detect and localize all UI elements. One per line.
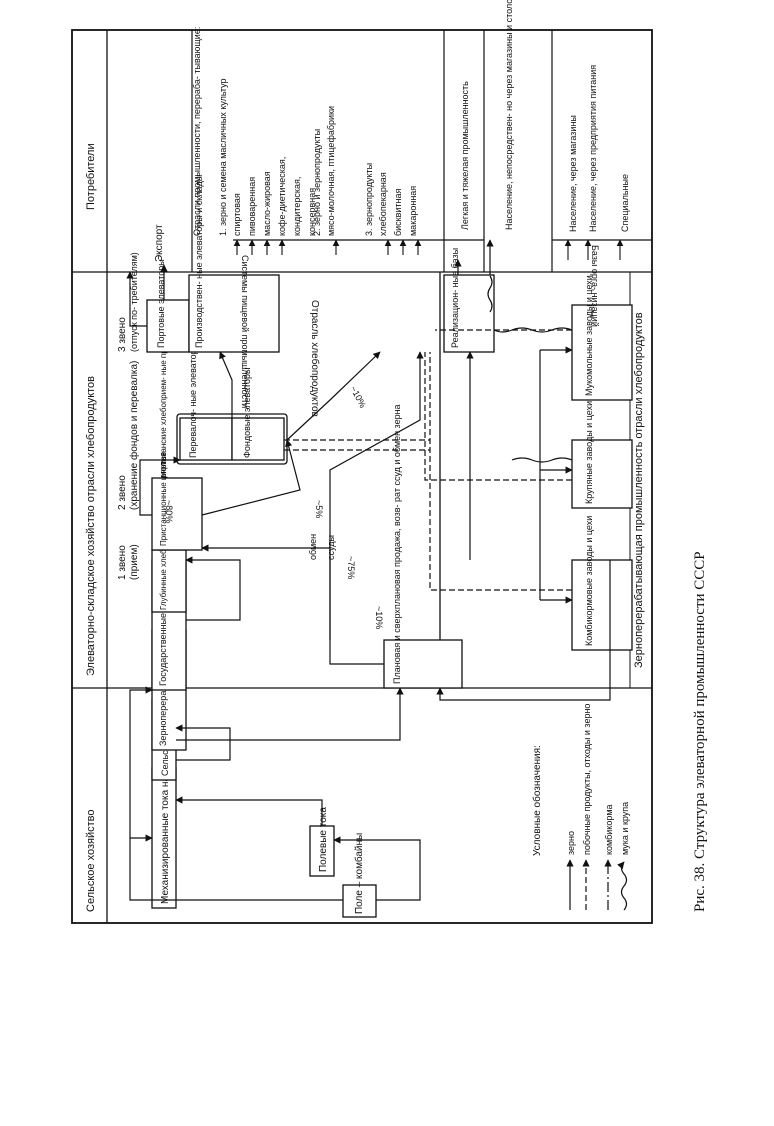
flour-flows: [487, 275, 573, 463]
section-consumers: Потребители: [85, 143, 97, 210]
consumer-special: Специальные: [620, 174, 630, 232]
label-p5: ~5%: [314, 500, 324, 518]
box-feed-plants: Комбикормовые заводы и цехи: [571, 516, 633, 651]
box-prod-elevators: Производствен- ные элеваторы и склады: [188, 175, 280, 353]
section-elevator-economy: Элеваторно-складское хозяйство отрасли х…: [85, 376, 97, 676]
label-p75: ~75%: [346, 556, 356, 579]
box-transfer-elevators: Перевалоч- ные элеваторы: [179, 343, 233, 461]
industry-item: бисквитная: [393, 188, 403, 236]
svg-text:Отрасль хлебопродуктов: Отрасль хлебопродуктов: [309, 300, 321, 417]
industries-group3: 3. зернопродукты: [364, 163, 374, 236]
legend-item-byproduct: побочные продукты, отходы и зерно: [582, 704, 592, 855]
box-industry: Отрасль хлебопродуктов: [309, 300, 321, 417]
section-agriculture: Сельское хозяйство: [85, 810, 97, 912]
box-wharf-receiving: Пристанционные и пристанские хлебоприем-…: [151, 310, 203, 551]
label-p10b: ~10%: [348, 384, 368, 409]
svg-text:Поле – комбайны: Поле – комбайны: [353, 833, 365, 914]
legend: Условные обозначения: зерно побочные про…: [531, 704, 630, 911]
svg-text:Пристанционные и пристанские х: Пристанционные и пристанские хлебоприем-…: [159, 310, 168, 546]
svg-text:Плановая и сверхплановая прода: Плановая и сверхплановая продажа, возв- …: [392, 404, 402, 684]
svg-text:Фондовые элеваторы: Фондовые элеваторы: [242, 368, 252, 458]
svg-text:Портовые элеваторы: Портовые элеваторы: [156, 259, 166, 348]
legend-title: Условные обозначения:: [531, 745, 543, 856]
link1-title: 1 звено: [117, 545, 128, 580]
figure-caption: Рис. 38. Структура элеваторной промышлен…: [692, 551, 708, 912]
svg-text:Полевые тока: Полевые тока: [318, 807, 329, 872]
link1-sub: (прием): [129, 544, 140, 580]
svg-text:Крупяные заводы и цехи: Крупяные заводы и цехи: [584, 401, 594, 504]
consumer-food-system: Системы пищевой промышленности: [240, 255, 250, 408]
industry-item: мясо-молочная, птицефабрики: [326, 106, 336, 236]
legend-item-grain: зерно: [566, 831, 576, 855]
svg-text:Комбикормовые заводы и цехи: Комбикормовые заводы и цехи: [584, 516, 594, 646]
box-fund-elevators: Фондовые элеваторы: [231, 368, 285, 461]
label-p80: ~80%: [164, 500, 174, 523]
grain-flows: [126, 239, 611, 901]
industry-item: масло-жировая: [262, 171, 272, 236]
link3-sub: (отпуск по- требителям): [129, 252, 139, 352]
box-field-threshing: Полевые тока: [309, 807, 335, 877]
legend-item-flour: мука и крупа: [620, 802, 630, 855]
byproduct-flows: [284, 329, 572, 591]
box-groats-plants: Крупяные заводы и цехи: [571, 401, 633, 509]
legend-item-feed: комбикорма: [604, 804, 614, 855]
box-flour-plants: Мукомольные заводы и цехи: [571, 275, 633, 401]
label-p10a: ~10%: [374, 606, 384, 629]
industries-group2: 2. зерно и зернопродукты: [312, 129, 322, 236]
link2-title: 2 звено: [117, 475, 128, 510]
svg-text:Мукомольные заводы и цехи: Мукомольные заводы и цехи: [584, 275, 594, 396]
consumer-pop-catering: Население, через предприятия питания: [588, 65, 598, 232]
label-exchange: обмен: [308, 534, 318, 560]
industries-header: Отрасли промышленности, перераба- тывающ…: [192, 27, 202, 236]
link3-title: 3 звено: [117, 317, 128, 352]
box-sales-bases: Реализацион- ные базы: [443, 248, 495, 353]
box-port-elevators: Портовые элеваторы: [146, 259, 190, 353]
industry-item: пивоваренная: [247, 177, 257, 236]
consumer-pop-shops: Население, через магазины: [568, 115, 578, 232]
label-loans: ссуды: [326, 535, 336, 560]
industry-item: кондитерская,: [292, 177, 302, 236]
industry-item: спиртовая: [232, 193, 242, 236]
svg-text:Реализацион- ные базы: Реализацион- ные базы: [450, 248, 460, 348]
legend-symbol-flour: [617, 861, 628, 911]
link2-sub: (хранение фондов и перевалка): [128, 361, 140, 510]
consumer-light-heavy: Легкая и тяжелая промышленность: [460, 81, 470, 230]
consumer-pop-direct: Население, непосредствен- но через магаз…: [504, 0, 514, 230]
box-plan-sales: Плановая и сверхплановая продажа, возв- …: [383, 404, 463, 689]
outer-frame: [71, 29, 653, 924]
industry-item: кофе-диетическая,: [277, 157, 287, 236]
industries-group1: 1. зерно и семена масличных культур: [218, 78, 228, 236]
industry-arrows: [233, 239, 624, 260]
box-field: Поле – комбайны: [342, 833, 377, 918]
industry-item: консервная: [307, 188, 317, 236]
consumer-export: Экспорт: [154, 224, 165, 262]
svg-text:Производствен- ные элеваторы и: Производствен- ные элеваторы и склады: [194, 175, 204, 348]
consumer-supply-bases: Базы орга- низаций: [590, 245, 600, 327]
industry-item: хлебопекарная: [378, 172, 388, 236]
section-processing: Зерноперерабатывающая промышленность отр…: [633, 312, 645, 668]
svg-text:Перевалоч- ные элеваторы: Перевалоч- ные элеваторы: [188, 343, 198, 458]
industry-item: макаронная: [408, 186, 418, 236]
